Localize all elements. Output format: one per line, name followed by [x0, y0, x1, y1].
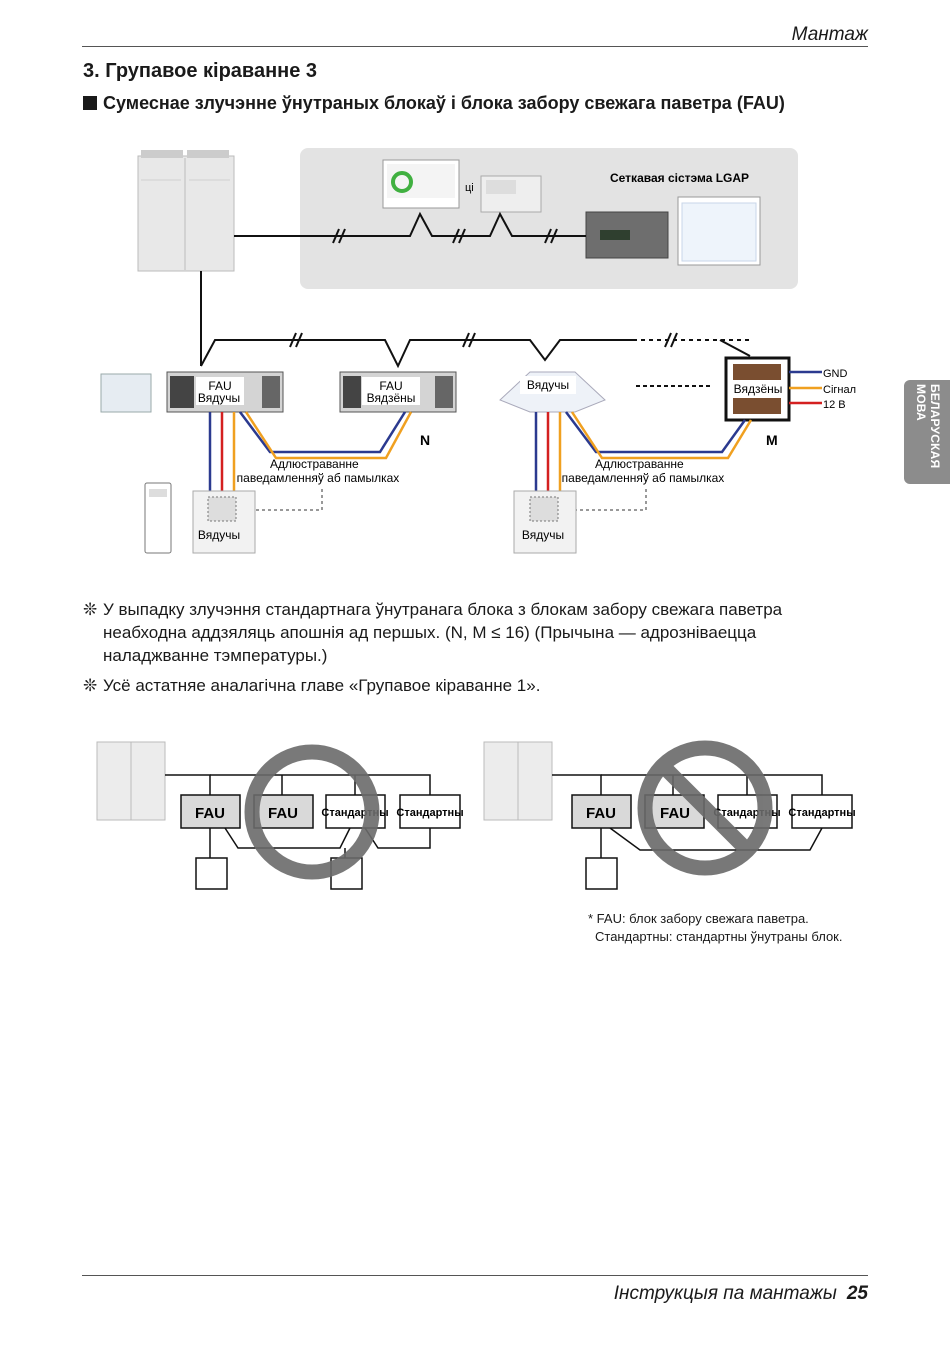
unit1-fau-label: FAU — [208, 379, 231, 393]
wired-remote-2-icon — [513, 490, 577, 554]
footer-divider — [82, 1275, 868, 1276]
page-number: 25 — [846, 1283, 868, 1304]
header-divider — [82, 46, 868, 47]
right-box-4-label: Стандартны — [788, 807, 855, 819]
wire-gnd-label: GND — [823, 368, 848, 380]
left-remote-box-1 — [195, 857, 228, 890]
cassette-role-label: Вядучы — [527, 378, 569, 392]
note-2-text: Усё астатняе аналагічна главе «Групавое … — [103, 676, 541, 695]
right-remote-box-1 — [585, 857, 618, 890]
right-box-1-label: FAU — [586, 805, 616, 822]
prohibited-icon — [637, 740, 773, 876]
note-2: ❊ Усё астатняе аналагічна главе «Групаво… — [83, 674, 863, 697]
note-1: ❊ У выпадку злучэння стандартнага ўнутра… — [83, 598, 863, 667]
error-caption-1-line-1: Адлюстраванне — [270, 457, 359, 471]
label-m: M — [766, 432, 778, 448]
wire-signal-label: Сігнал — [823, 384, 856, 396]
left-box-4 — [399, 794, 461, 829]
left-box-1 — [180, 794, 241, 829]
wire-12v-label: 12 В — [823, 399, 846, 411]
wireless-remote-icon — [144, 482, 172, 554]
subheading: Сумеснае злучэнне ўнутраных блокаў і бло… — [83, 93, 785, 114]
unit2-role-label: Вядзёны — [367, 391, 416, 405]
remote2-role-label: Вядучы — [522, 528, 564, 542]
comparison-left: FAU FAU Стандартны Стандартны — [96, 741, 464, 890]
last-unit-role-label: Вядзёны — [734, 382, 783, 396]
fau-unit-master-icon — [166, 371, 284, 413]
allowed-circle-icon — [244, 744, 380, 880]
footer-title: Інструкцыя па мантажы — [613, 1283, 837, 1304]
remote1-role-label: Вядучы — [198, 528, 240, 542]
cassette-unit-icon — [499, 371, 606, 413]
left-box-4-label: Стандартны — [396, 807, 463, 819]
or-label: ці — [465, 182, 474, 194]
outdoor-unit-icon — [137, 150, 235, 272]
unit1-role-label: Вядучы — [198, 391, 240, 405]
error-caption-2-line-2: паведамленняў аб памылках — [562, 471, 725, 485]
left-box-1-label: FAU — [195, 805, 225, 822]
page-heading: 3. Групавое кіраванне 3 — [83, 60, 318, 82]
right-box-4 — [791, 794, 853, 829]
right-box-2-label: FAU — [660, 805, 690, 822]
error-caption-2-line-1: Адлюстраванне — [595, 457, 684, 471]
pcb-module-icon — [100, 373, 152, 413]
note-1-text: У выпадку злучэння стандартнага ўнутрана… — [103, 600, 783, 665]
lgap-gateway-icon — [585, 211, 669, 259]
footnote-line-1: * FAU: блок забору свежага паветра. — [588, 911, 809, 926]
error-display-caption-2: Адлюстраванне паведамленняў аб памылках — [562, 457, 725, 485]
label-n: N — [420, 432, 430, 448]
unit2-fau-label: FAU — [379, 379, 402, 393]
error-caption-1-line-2: паведамленняў аб памылках — [237, 471, 400, 485]
comparison-right: FAU FAU Стандартны Стандартны — [483, 740, 856, 890]
footnote: * FAU: блок забору свежага паветра. Стан… — [588, 910, 842, 946]
touch-controller-icon — [382, 159, 460, 209]
lgap-label: Сеткавая сістэма LGAP — [610, 171, 749, 185]
footnote-line-2: Стандартны: стандартны ўнутраны блок. — [595, 929, 843, 944]
subheading-text: Сумеснае злучэнне ўнутраных блокаў і бло… — [103, 93, 785, 113]
language-tab: БЕЛАРУСКАЯ МОВА — [904, 380, 950, 484]
error-display-caption-1: Адлюстраванне паведамленняў аб памылках — [237, 457, 400, 485]
pc-screen-icon — [677, 196, 761, 266]
wired-remote-1-icon — [192, 490, 256, 554]
footer: Інструкцыя па мантажы 25 — [614, 1283, 868, 1305]
language-tab-label: БЕЛАРУСКАЯ МОВА — [914, 384, 942, 469]
left-box-2-label: FAU — [268, 805, 298, 822]
note-2-bullet-icon: ❊ — [83, 676, 98, 695]
right-box-1 — [571, 794, 632, 829]
outdoor-unit-small-left-icon — [96, 741, 166, 821]
group2-wiring — [534, 411, 753, 495]
square-bullet-icon — [83, 96, 97, 110]
section-title: Мантаж — [791, 24, 868, 45]
outdoor-unit-small-right-icon — [483, 741, 553, 821]
fau-unit-slave-icon — [339, 371, 457, 413]
group1-wiring — [208, 411, 413, 495]
simple-controller-icon — [480, 175, 542, 213]
note-1-bullet-icon: ❊ — [83, 600, 98, 619]
